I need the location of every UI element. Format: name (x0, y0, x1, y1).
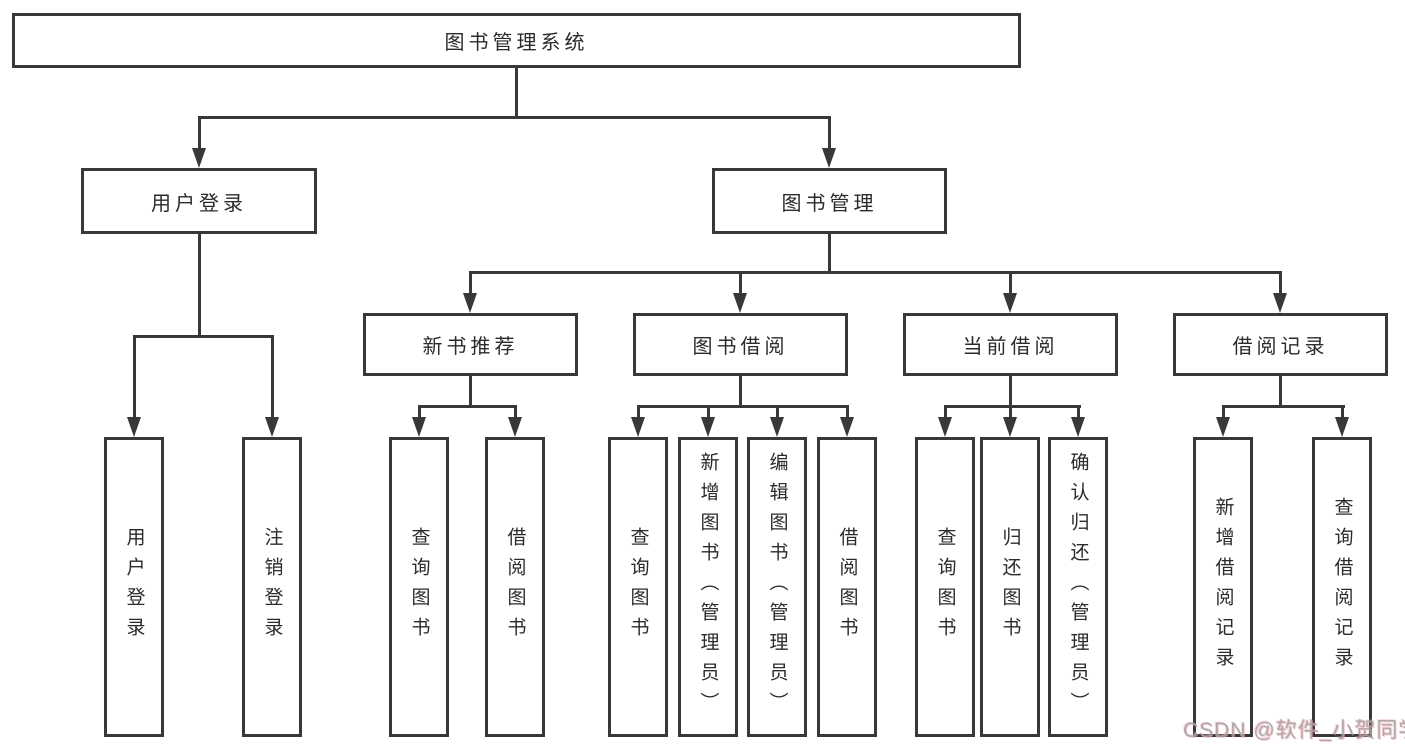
leaf-bb-query-book: 查询图书 (608, 437, 668, 737)
leaf-br-add-record: 新增借阅记录 (1193, 437, 1253, 737)
leaf-bb-query-book-label: 查询图书 (627, 527, 649, 647)
node-current-borrow-label: 当前借阅 (962, 336, 1059, 358)
leaf-br-query-record: 查询借阅记录 (1312, 437, 1372, 737)
arrowhead-bb-query (631, 417, 645, 437)
leaf-bb-edit-book-admin: 编辑图书（管理员） (747, 437, 807, 737)
connector-level1-split (198, 116, 831, 119)
connector-drop-bb-edit (776, 406, 779, 419)
node-borrow-records: 借阅记录 (1173, 313, 1388, 376)
leaf-logout-login: 注销登录 (242, 437, 302, 737)
leaf-cb-query-book: 查询图书 (915, 437, 975, 737)
arrowhead-cb-confirm (1071, 417, 1085, 437)
leaf-cb-return-book-label: 归还图书 (999, 527, 1021, 647)
connector-drop-book-management (828, 117, 831, 150)
connector-root-stem (515, 68, 518, 118)
connector-drop-nb-borrow (514, 406, 517, 419)
connector-level2-split (469, 271, 1282, 274)
leaf-bb-edit-book-admin-label: 编辑图书（管理员） (766, 452, 788, 722)
node-new-book-recommend-label: 新书推荐 (422, 336, 519, 358)
connector-current-borrow-split (944, 405, 1081, 408)
arrowhead-br-add (1216, 417, 1230, 437)
arrowhead-nb-query (412, 417, 426, 437)
leaf-cb-confirm-return-admin-label: 确认归还（管理员） (1067, 452, 1089, 722)
arrowhead-bb-add (701, 417, 715, 437)
connector-drop-nb-query (418, 406, 421, 419)
connector-drop-leaf-user-login (133, 336, 136, 419)
connector-book-borrow-stem (739, 376, 742, 407)
node-book-management-label: 图书管理 (781, 192, 878, 215)
arrowhead-br-query (1335, 417, 1349, 437)
arrowhead-leaf-user-login (127, 417, 141, 437)
node-root-label: 图书管理系统 (444, 32, 589, 54)
connector-drop-br-query (1341, 406, 1344, 419)
connector-drop-br-add (1222, 406, 1225, 419)
arrowhead-nb-borrow (508, 417, 522, 437)
connector-drop-book-borrow (739, 272, 742, 295)
arrowhead-new-book (463, 293, 477, 313)
arrowhead-borrow-records (1273, 293, 1287, 313)
node-root: 图书管理系统 (12, 13, 1021, 68)
node-borrow-records-label: 借阅记录 (1232, 336, 1329, 358)
arrowhead-cb-query (938, 417, 952, 437)
connector-borrow-records-split (1222, 405, 1345, 408)
leaf-br-add-record-label: 新增借阅记录 (1212, 497, 1234, 677)
connector-book-management-stem (828, 234, 831, 273)
connector-user-login-split (133, 335, 274, 338)
arrowhead-cb-return (1003, 417, 1017, 437)
connector-drop-cb-query (944, 406, 947, 419)
leaf-cb-query-book-label: 查询图书 (934, 527, 956, 647)
connector-drop-current-borrow (1009, 272, 1012, 295)
node-user-login-label: 用户登录 (151, 192, 247, 215)
arrowhead-user-login (192, 148, 206, 168)
connector-drop-borrow-records (1279, 272, 1282, 295)
leaf-nb-query-book: 查询图书 (389, 437, 449, 737)
connector-drop-user-login (198, 117, 201, 150)
connector-drop-leaf-logout (271, 336, 274, 419)
connector-book-borrow-split (637, 405, 849, 408)
leaf-bb-add-book-admin-label: 新增图书（管理员） (697, 452, 719, 722)
leaf-nb-borrow-book-label: 借阅图书 (504, 527, 526, 647)
leaf-bb-borrow-book-label: 借阅图书 (836, 527, 858, 647)
arrowhead-bb-edit (770, 417, 784, 437)
node-current-borrow: 当前借阅 (903, 313, 1118, 376)
arrowhead-bb-borrow (840, 417, 854, 437)
connector-user-login-stem (198, 234, 201, 337)
leaf-logout-login-label: 注销登录 (261, 527, 283, 647)
leaf-user-login-label: 用户登录 (123, 527, 145, 647)
arrowhead-book-borrow (733, 293, 747, 313)
leaf-bb-borrow-book: 借阅图书 (817, 437, 877, 737)
leaf-user-login: 用户登录 (104, 437, 164, 737)
connector-drop-bb-query (637, 406, 640, 419)
node-book-borrow-label: 图书借阅 (692, 336, 789, 358)
leaf-br-query-record-label: 查询借阅记录 (1331, 497, 1353, 677)
leaf-cb-return-book: 归还图书 (980, 437, 1040, 737)
arrowhead-current-borrow (1003, 293, 1017, 313)
node-user-login: 用户登录 (81, 168, 317, 234)
leaf-bb-add-book-admin: 新增图书（管理员） (678, 437, 738, 737)
node-book-borrow: 图书借阅 (633, 313, 848, 376)
node-new-book-recommend: 新书推荐 (363, 313, 578, 376)
arrowhead-leaf-logout (265, 417, 279, 437)
connector-new-book-stem (469, 376, 472, 407)
arrowhead-book-management (822, 148, 836, 168)
connector-drop-bb-add (707, 406, 710, 419)
connector-drop-new-book (469, 272, 472, 295)
connector-borrow-records-stem (1279, 376, 1282, 407)
connector-drop-cb-return (1009, 406, 1012, 419)
connector-drop-cb-confirm (1077, 406, 1080, 419)
node-book-management: 图书管理 (712, 168, 947, 234)
leaf-cb-confirm-return-admin: 确认归还（管理员） (1048, 437, 1108, 737)
connector-new-book-split (418, 405, 517, 408)
connector-current-borrow-stem (1009, 376, 1012, 407)
leaf-nb-borrow-book: 借阅图书 (485, 437, 545, 737)
leaf-nb-query-book-label: 查询图书 (408, 527, 430, 647)
watermark: CSDN @软件_小贺同学 (1183, 719, 1405, 742)
connector-drop-bb-borrow (846, 406, 849, 419)
